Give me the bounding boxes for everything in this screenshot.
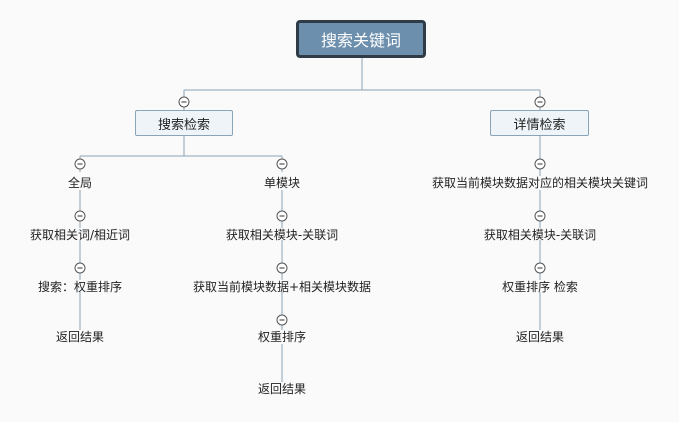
node-return-result-2[interactable]: 返回结果 [257, 382, 307, 396]
node-global[interactable]: 全局 [67, 176, 93, 190]
collapse-toggle-weight-sort-icon[interactable] [276, 314, 288, 326]
collapse-toggle-detail-sort-icon[interactable] [534, 262, 546, 274]
collapse-toggle-single-module-icon[interactable] [276, 158, 288, 170]
node-weight-sort[interactable]: 权重排序 [257, 330, 307, 344]
node-get-related-words[interactable]: 获取相关词/相近词 [29, 228, 131, 242]
node-return-result-1[interactable]: 返回结果 [55, 330, 105, 344]
collapse-toggle-detail-icon[interactable] [534, 96, 546, 108]
node-get-current-and-related-data[interactable]: 获取当前模块数据+相关模块数据 [192, 280, 372, 294]
collapse-toggle-search-icon[interactable] [178, 96, 190, 108]
collapse-toggle-detail-keywords-icon[interactable] [534, 210, 546, 222]
node-weight-sort-search[interactable]: 权重排序 检索 [502, 280, 578, 294]
node-get-related-module-keywords-2[interactable]: 获取相关模块-关联词 [483, 228, 597, 242]
node-return-result-3[interactable]: 返回结果 [515, 330, 565, 344]
node-search-weight-sort[interactable]: 搜索：权重排序 [37, 280, 123, 294]
branch-search[interactable]: 搜索检索 [135, 110, 233, 136]
collapse-toggle-module-data-icon[interactable] [276, 262, 288, 274]
root-node[interactable]: 搜索关键词 [296, 20, 426, 58]
collapse-toggle-detail-data-icon[interactable] [534, 158, 546, 170]
node-get-related-module-keywords[interactable]: 获取相关模块-关联词 [225, 228, 339, 242]
node-single-module[interactable]: 单模块 [263, 176, 301, 190]
collapse-toggle-search-sort-icon[interactable] [74, 262, 86, 274]
branch-detail[interactable]: 详情检索 [490, 110, 589, 136]
collapse-toggle-related-words-icon[interactable] [74, 210, 86, 222]
collapse-toggle-module-keywords-icon[interactable] [276, 210, 288, 222]
collapse-toggle-global-icon[interactable] [74, 158, 86, 170]
node-get-current-data-related-keywords[interactable]: 获取当前模块数据对应的相关模块关键词 [431, 176, 649, 190]
